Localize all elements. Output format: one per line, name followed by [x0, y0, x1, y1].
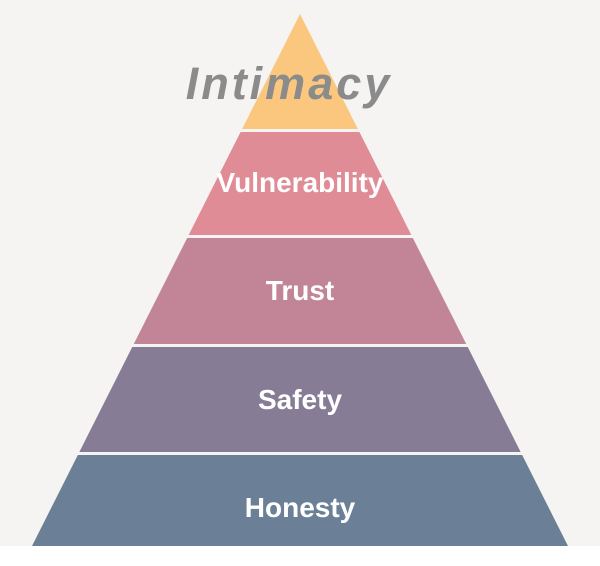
pyramid-level-label-safety: Safety — [258, 384, 342, 415]
pyramid-level-label-trust: Trust — [266, 275, 334, 306]
pyramid-level-safety — [79, 347, 521, 452]
pyramid-level-honesty — [32, 455, 568, 546]
pyramid-level-label-honesty: Honesty — [245, 492, 356, 523]
pyramid-level-vulnerability — [188, 132, 412, 235]
pyramid-level-trust — [133, 238, 467, 344]
bottom-white-strip — [0, 546, 600, 566]
pyramid-level-label-intimacy: Intimacy — [186, 58, 393, 109]
pyramid-level-intimacy — [242, 14, 358, 129]
pyramid-level-label-vulnerability: Vulnerability — [216, 167, 383, 198]
